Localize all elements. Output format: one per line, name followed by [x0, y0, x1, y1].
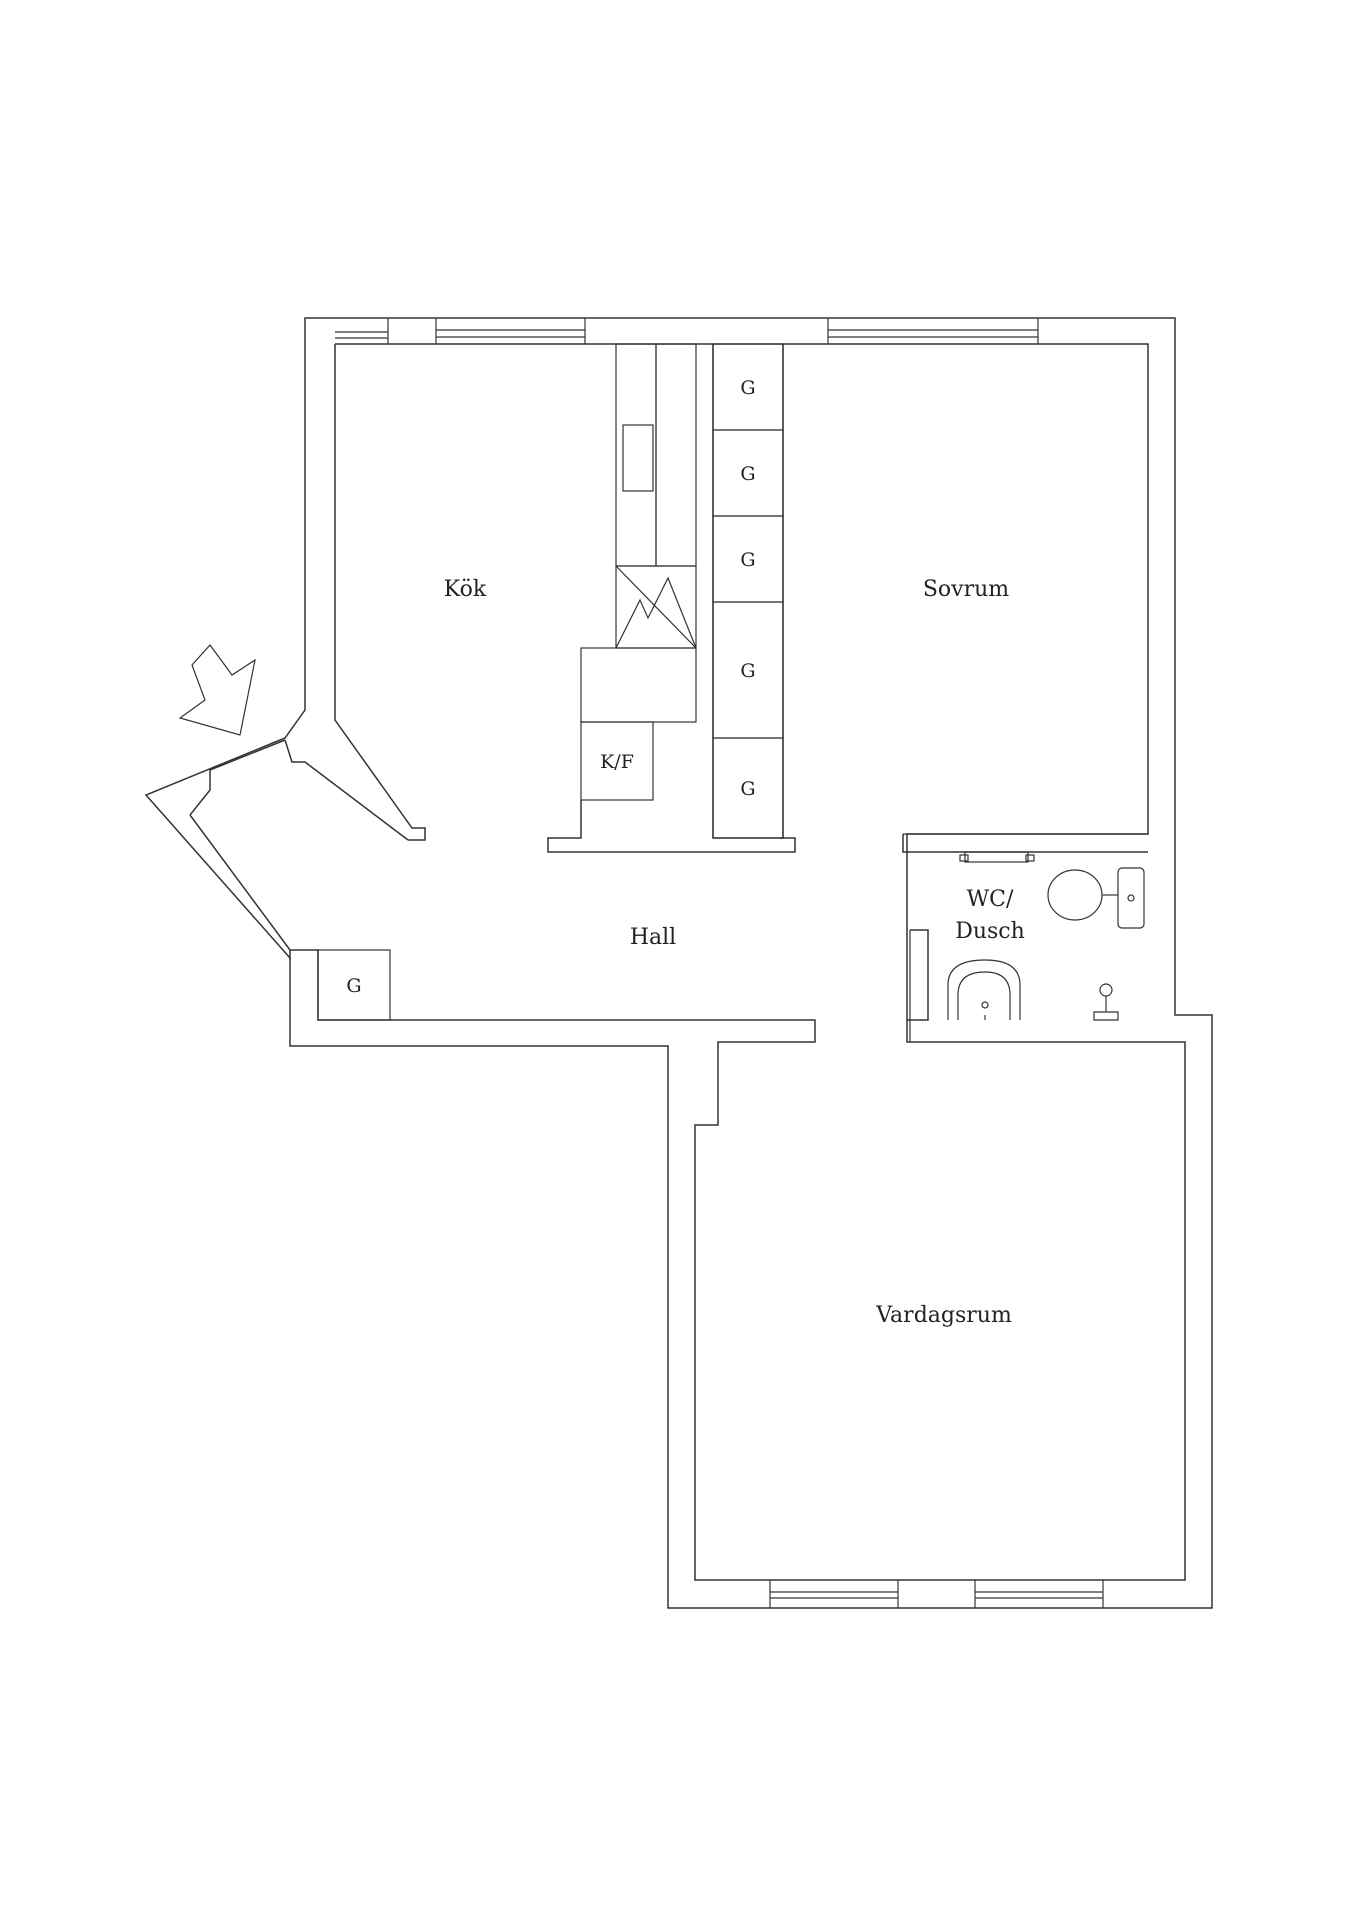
kitchen-fixtures	[547, 343, 796, 853]
north-windows	[335, 318, 1039, 344]
room-label-sovrum: Sovrum	[923, 577, 1009, 602]
room-label-kok: Kök	[444, 577, 487, 602]
room-label-wc: WC/	[967, 887, 1014, 912]
entrance-arrow-icon	[178, 644, 256, 736]
outer-walls	[144, 317, 1213, 1609]
wardrobe-label: G	[346, 975, 361, 997]
wardrobe-label: G	[740, 377, 755, 399]
wardrobe-label: G	[740, 549, 755, 571]
wardrobe-label: G	[740, 463, 755, 485]
south-windows	[769, 1580, 1104, 1608]
room-label-vardagsrum: Vardagsrum	[875, 1303, 1012, 1328]
fridge-freezer	[580, 721, 654, 801]
fixture-label-kf: K/F	[600, 751, 634, 773]
room-label-dusch: Dusch	[955, 919, 1025, 944]
bathroom-fixtures	[902, 833, 1148, 1042]
room-label-hall: Hall	[630, 925, 676, 950]
wardrobe-label: G	[740, 778, 755, 800]
wardrobe-label: G	[740, 660, 755, 682]
wardrobes	[317, 343, 784, 1021]
